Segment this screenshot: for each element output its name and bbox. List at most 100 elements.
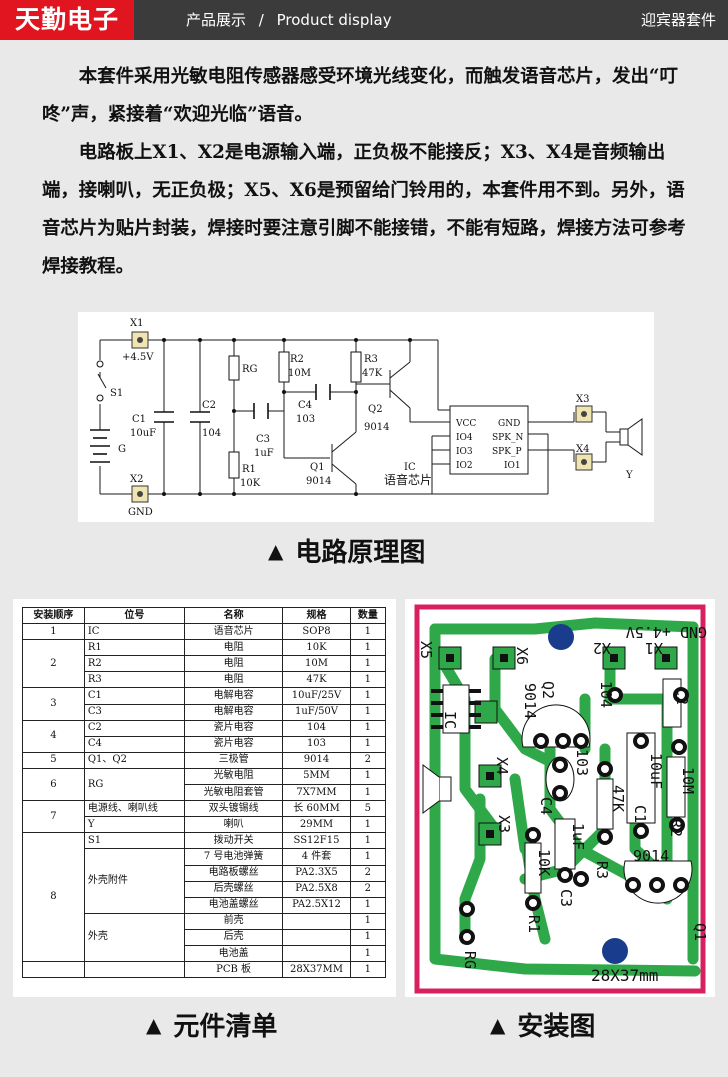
breadcrumb-separator: /: [258, 11, 264, 29]
col-header: 数量: [349, 606, 387, 625]
cell-spec: 5MM: [282, 767, 351, 786]
cell-spec: 104: [282, 719, 351, 737]
col-header: 安装顺序: [22, 606, 85, 625]
cell-spec: PA2.5X12: [282, 896, 351, 914]
cell-name: 瓷片电容: [183, 735, 284, 753]
pcb-c2v: 104: [597, 681, 615, 708]
cell-spec: 10uF/25V: [282, 687, 351, 705]
cell-qty: 1: [349, 928, 387, 946]
schem-rg: RG: [242, 364, 258, 375]
cell-name: 电路板螺丝: [183, 864, 284, 882]
cell-seq: 5: [22, 751, 85, 769]
cell-position: C2: [83, 719, 185, 737]
cell-spec: [282, 928, 351, 946]
breadcrumb-products-en[interactable]: Product display: [276, 11, 392, 29]
cell-spec: [282, 944, 351, 963]
cell-position: C1: [83, 687, 185, 705]
cell-name: 双头镀锡线: [183, 800, 284, 818]
cell-seq: 1: [22, 623, 85, 641]
schem-c3: C3: [256, 434, 270, 445]
schem-spkn: SPK_N: [492, 433, 523, 443]
kit-name: 迎宾器套件: [640, 11, 716, 29]
schem-r1: R1: [242, 464, 256, 475]
cell-name: 电解电容: [183, 687, 284, 705]
cell-qty: 1: [349, 687, 387, 705]
cell-qty: 1: [349, 655, 387, 673]
cell-spec: PA2.5X8: [282, 880, 351, 898]
cell-qty: 1: [349, 944, 387, 963]
cell-name: 光敏电阻: [183, 767, 284, 786]
triangle-icon: ▲: [146, 1013, 162, 1037]
cell-qty: 5: [349, 800, 387, 818]
cell-name: 后壳螺丝: [183, 880, 284, 898]
pcb-q1: Q1: [691, 923, 709, 941]
cell-qty: 2: [349, 751, 387, 769]
schem-c2: C2: [202, 400, 216, 411]
cell-position: [83, 961, 185, 979]
cell-position: 电源线、喇叭线: [83, 800, 185, 818]
schem-gnd: GND: [128, 507, 153, 518]
schem-c1: C1: [132, 414, 146, 425]
cell-position: 外壳附件: [83, 848, 185, 914]
cell-spec: 103: [282, 735, 351, 753]
cell-qty: 1: [349, 896, 387, 914]
description-paragraph-1: 本套件采用光敏电阻传感器感受环境光线变化，而触发语音芯片，发出“叮咚”声，紧接着…: [42, 66, 678, 125]
col-header: 名称: [183, 606, 284, 625]
schem-r3: R3: [364, 354, 378, 365]
cell-position: 外壳: [83, 912, 185, 963]
schem-spkp: SPK_P: [492, 447, 522, 457]
schem-ic: IC: [404, 462, 416, 473]
cell-name: 电解电容: [183, 703, 284, 721]
pcb-x3: X3: [495, 815, 513, 833]
cell-name: 拨动开关: [183, 832, 284, 850]
cell-position: RG: [83, 767, 185, 802]
cell-spec: PA2.3X5: [282, 864, 351, 882]
schem-c2v: 104: [202, 428, 221, 439]
schem-c1v: 10uF: [130, 428, 156, 439]
cell-seq: 4: [22, 719, 85, 753]
schem-r2: R2: [290, 354, 304, 365]
pcb-q1v: 9014: [633, 847, 669, 865]
cell-spec: 47K: [282, 671, 351, 689]
cell-name: 电池盖螺丝: [183, 896, 284, 914]
brand-logo[interactable]: 天勤电子: [0, 0, 134, 40]
cell-name: 电阻: [183, 639, 284, 657]
cell-position: IC: [83, 623, 185, 641]
cell-name: 前壳: [183, 912, 284, 930]
breadcrumb-products[interactable]: 产品展示: [186, 11, 247, 29]
cell-qty: 1: [349, 735, 387, 753]
cell-spec: SOP8: [282, 623, 351, 641]
pcb-r2v: 10M: [679, 767, 697, 794]
schem-g: G: [118, 444, 126, 455]
cell-name: PCB 板: [183, 961, 284, 979]
pcb-c3v: 1uF: [569, 823, 587, 850]
cell-qty: 1: [349, 961, 387, 979]
cell-seq: 6: [22, 767, 85, 802]
cell-position: R2: [83, 655, 185, 673]
cell-name: 喇叭: [183, 816, 284, 834]
pcb-q2v: 9014: [521, 683, 539, 719]
schem-io4: IO4: [456, 433, 473, 443]
schem-x3: X3: [576, 394, 589, 405]
table-row: 外壳前壳 1: [23, 912, 387, 963]
schem-c3v: 1uF: [254, 448, 274, 459]
cell-name: 7 号电池弹簧: [183, 848, 284, 866]
schem-r1v: 10K: [240, 478, 261, 489]
cell-spec: 长 60MM: [282, 800, 351, 818]
cell-qty: 1: [349, 767, 387, 786]
bom-caption: ▲元件清单: [146, 1006, 277, 1043]
pcb-x5: X5: [417, 641, 435, 659]
cell-spec: 1uF/50V: [282, 703, 351, 721]
